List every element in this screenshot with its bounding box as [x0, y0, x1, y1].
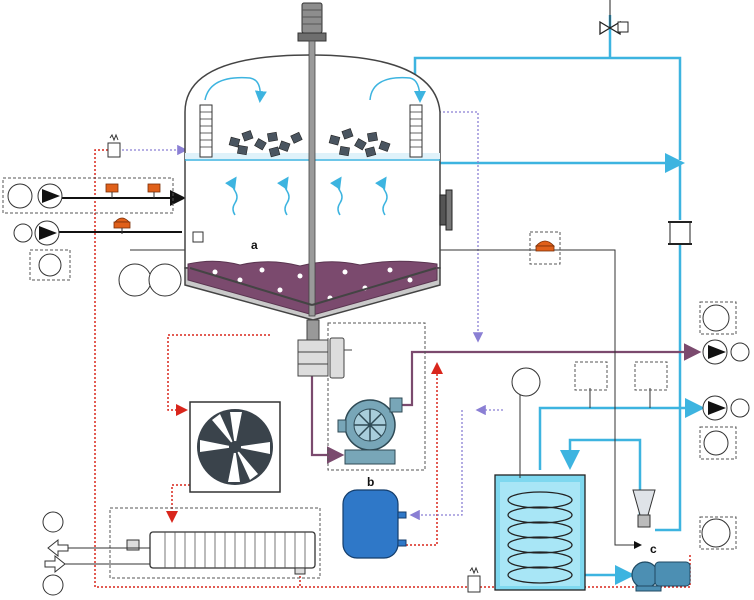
- vent-lines: [122, 111, 503, 521]
- label-a: a: [251, 238, 258, 252]
- sight-glass: [439, 189, 453, 231]
- condenser-coils: [199, 104, 423, 158]
- valve-icon: [599, 0, 629, 36]
- label-c: c: [650, 542, 657, 556]
- hx-connections: [42, 511, 150, 596]
- agitator-motor-icon: [189, 2, 437, 317]
- strainer: [297, 337, 352, 379]
- ice-cubes: [228, 128, 391, 158]
- label-b: b: [367, 475, 374, 489]
- slurry-lines: [310, 343, 702, 464]
- cooling-lines: [413, 15, 705, 585]
- inline-filter: [668, 221, 692, 245]
- sensor-icon: [467, 566, 481, 593]
- valve-icon: [535, 240, 555, 252]
- pump-icon: [631, 561, 691, 592]
- sensor-icon: [107, 142, 121, 158]
- vapour-arrows: [204, 76, 426, 216]
- receiver-tank: [342, 489, 407, 559]
- left-instruments: [7, 133, 204, 297]
- heat-exchanger-icon: [126, 531, 316, 575]
- pump-icon: [337, 397, 403, 465]
- fan-icon: [189, 401, 281, 493]
- valve-icon: [105, 183, 161, 229]
- cooling-coil-icon: [494, 367, 586, 591]
- separator: [632, 489, 656, 528]
- right-instruments: [701, 304, 750, 548]
